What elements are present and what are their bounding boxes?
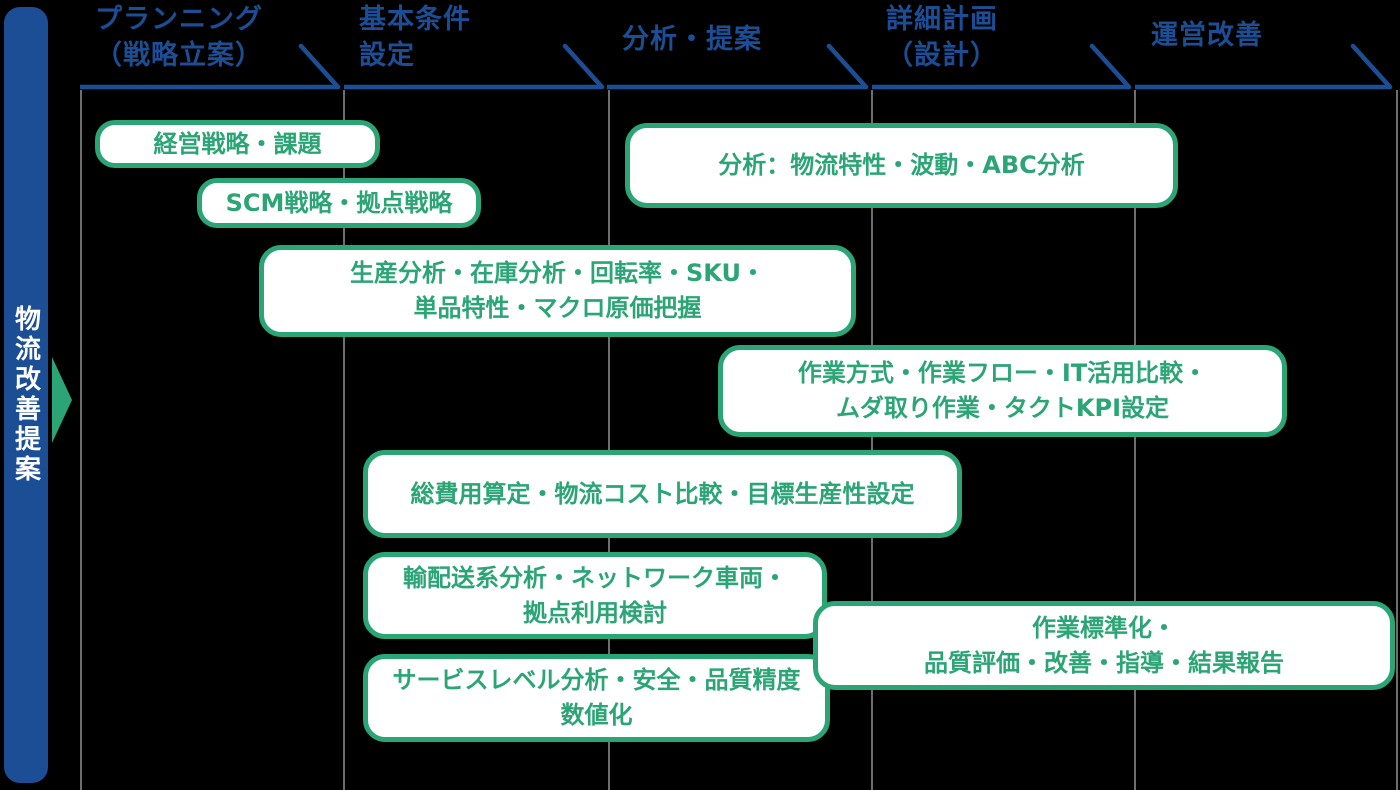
task-box-label: 作業方式・作業フロー・IT活用比較・ ムダ取り作業・タクトKPI設定 <box>797 359 1208 422</box>
task-box: 経営戦略・課題 <box>95 120 380 168</box>
task-box: 作業標準化・ 品質評価・改善・指導・結果報告 <box>813 601 1395 690</box>
column-header-detailed-plan: 詳細計画 （設計） <box>886 4 998 71</box>
task-box-label: 輸配送系分析・ネットワーク車両・ 拠点利用検討 <box>403 563 787 627</box>
task-box: 輸配送系分析・ネットワーク車両・ 拠点利用検討 <box>363 552 827 639</box>
task-box-label: 生産分析・在庫分析・回転率・SKU・ 単品特性・マクロ原価把握 <box>350 259 765 322</box>
task-box-label: SCM戦略・拠点戦略 <box>225 188 453 217</box>
column-header-analysis-proposal: 分析・提案 <box>622 24 762 55</box>
task-box: SCM戦略・拠点戦略 <box>197 178 481 228</box>
stage-diagonal-line <box>298 43 341 90</box>
task-box-label: 総費用算定・物流コスト比較・目標生産性設定 <box>410 479 915 508</box>
task-box: 生産分析・在庫分析・回転率・SKU・ 単品特性・マクロ原価把握 <box>259 245 856 337</box>
vertical-title-bar: 物流改善提案 <box>4 7 48 783</box>
stage-diagonal-line <box>562 43 605 90</box>
task-box: サービスレベル分析・安全・品質精度 数値化 <box>363 654 830 742</box>
stage-diagonal-line <box>1089 43 1132 90</box>
task-box-label: 分析：物流特性・波動・ABC分析 <box>718 151 1085 179</box>
task-box: 作業方式・作業フロー・IT活用比較・ ムダ取り作業・タクトKPI設定 <box>718 345 1287 437</box>
task-box: 総費用算定・物流コスト比較・目標生産性設定 <box>363 450 962 538</box>
column-header-operation-improvement: 運営改善 <box>1151 20 1263 51</box>
column-header-planning: プランニング （戦略立案） <box>95 4 263 71</box>
stage-diagonal-line <box>1350 43 1393 90</box>
column-header-basic-conditions: 基本条件 設定 <box>359 4 471 71</box>
task-box-label: サービスレベル分析・安全・品質精度 数値化 <box>392 666 801 729</box>
task-box-label: 作業標準化・ 品質評価・改善・指導・結果報告 <box>924 613 1284 677</box>
task-box: 分析：物流特性・波動・ABC分析 <box>625 123 1178 208</box>
task-box-label: 経営戦略・課題 <box>153 129 322 158</box>
stage-diagonal-line <box>826 43 869 90</box>
vertical-title: 物流改善提案 <box>10 305 41 485</box>
